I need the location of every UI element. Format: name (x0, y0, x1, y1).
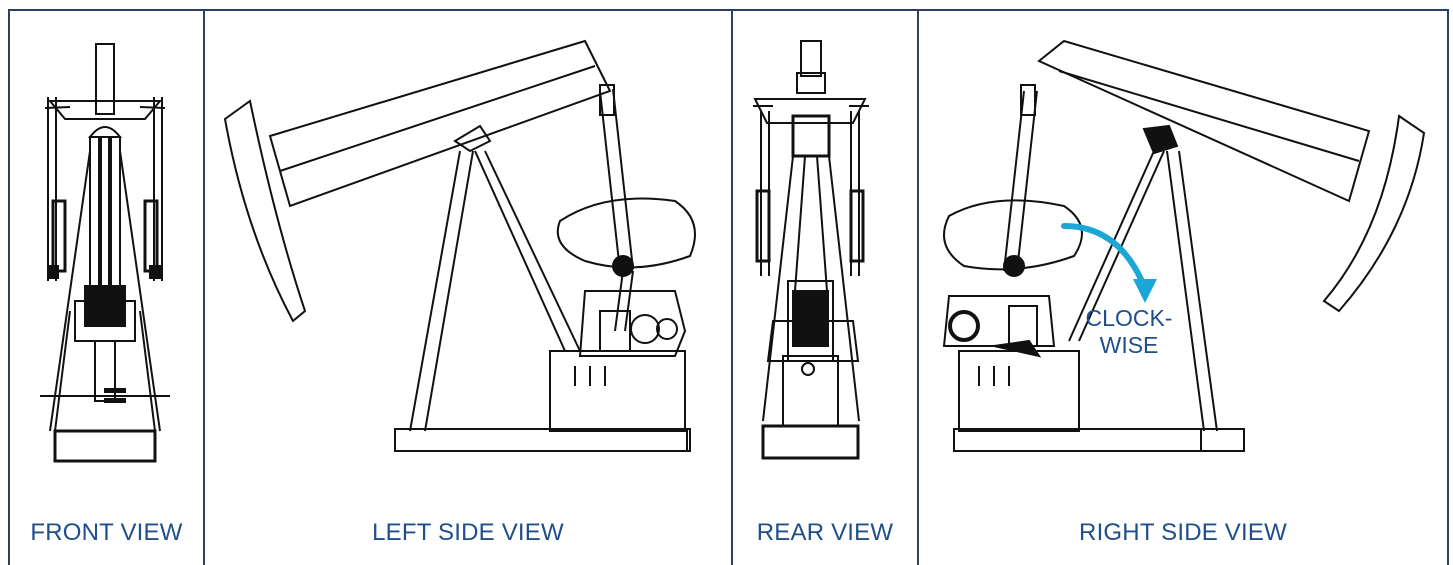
front-view-panel: FRONT VIEW (10, 11, 203, 565)
rear-view-caption: REAR VIEW (756, 519, 894, 546)
clockwise-arrow-icon (1061, 223, 1157, 303)
table-divider (917, 9, 919, 565)
pump-jack-front-drawing (40, 43, 170, 463)
rear-view-panel: REAR VIEW (733, 11, 917, 565)
rotation-direction-label: CLOCK- WISE (1084, 305, 1174, 359)
pump-jack-rear-drawing (753, 40, 869, 460)
pump-jack-left-drawing (223, 39, 696, 452)
rotation-label-line1: CLOCK- (1085, 305, 1173, 331)
table-divider (731, 9, 733, 565)
table-top-border (8, 9, 1449, 11)
right-side-view-panel: CLOCK- WISE RIGHT SIDE VIEW (919, 11, 1447, 565)
table-divider (8, 9, 10, 565)
table-divider (203, 9, 205, 565)
rotation-label-line2: WISE (1099, 332, 1159, 358)
front-view-caption: FRONT VIEW (30, 519, 183, 546)
table-divider (1447, 9, 1449, 565)
right-side-view-caption: RIGHT SIDE VIEW (1079, 519, 1287, 546)
left-side-view-caption: LEFT SIDE VIEW (372, 519, 564, 546)
left-side-view-panel: LEFT SIDE VIEW (205, 11, 731, 565)
